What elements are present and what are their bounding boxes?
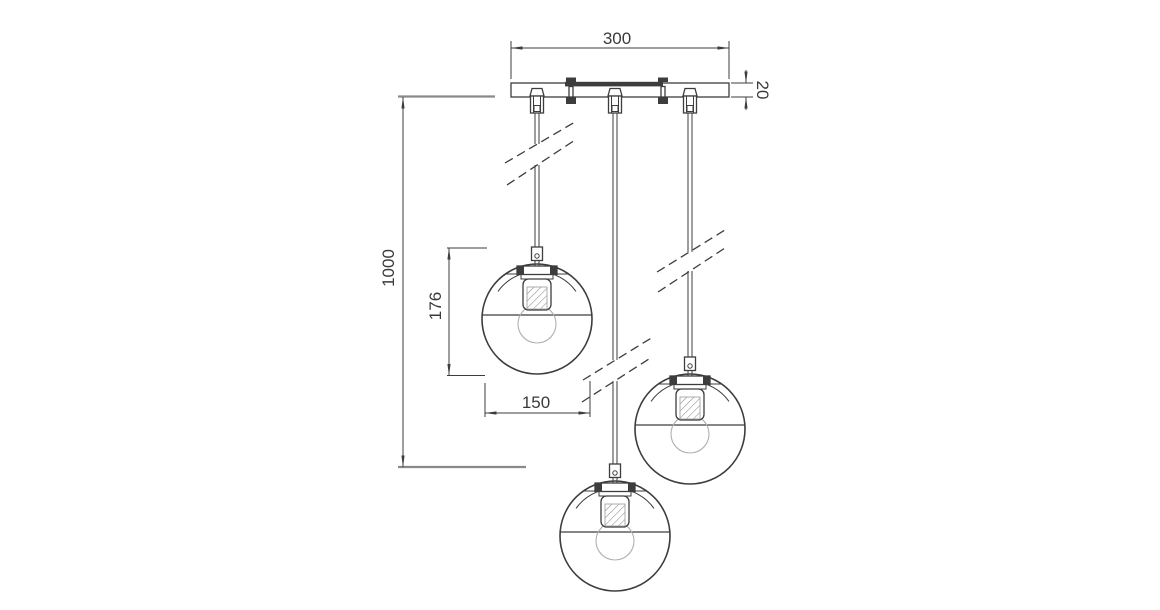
break-mark-upper-b — [506, 139, 576, 186]
break-mark-middle-a — [582, 336, 654, 381]
break-mark-upper-a — [504, 121, 576, 164]
dimension-value-300: 300 — [603, 29, 631, 48]
cord-grip-right — [682, 87, 698, 114]
dimension-canopy-thickness: 20 — [731, 70, 772, 110]
pendant-lamp-left — [481, 246, 593, 375]
pendant-lamp-middle — [559, 463, 671, 592]
dimension-total-suspension: 1000 — [379, 95, 526, 469]
cord-grip-middle — [607, 87, 623, 114]
screw-shaft — [568, 85, 574, 98]
dimension-value-20: 20 — [753, 81, 772, 100]
dimension-value-1000: 1000 — [379, 249, 398, 287]
dimension-shade-diameter: 150 — [484, 381, 591, 417]
dimension-canopy-width: 300 — [510, 29, 730, 79]
cord-grip-left — [529, 87, 545, 114]
pendant-lamp-right — [634, 356, 746, 485]
mounting-plate — [565, 81, 663, 87]
mounting-screw-right — [658, 77, 668, 104]
screw-nut — [658, 97, 668, 104]
dimension-value-150: 150 — [522, 393, 550, 412]
screw-head — [658, 77, 668, 82]
rod-right — [687, 113, 693, 357]
break-mark-right-a — [656, 229, 726, 273]
screw-head — [566, 77, 576, 82]
cord-grips — [529, 87, 698, 114]
suspension-rods — [534, 113, 693, 464]
screw-nut — [566, 97, 576, 104]
screw-shaft — [660, 85, 666, 98]
dimension-value-176: 176 — [426, 292, 445, 320]
mounting-screw-left — [566, 77, 576, 104]
dimension-shade-height: 176 — [426, 247, 487, 376]
rod-left — [534, 113, 540, 247]
rod-middle — [612, 113, 618, 464]
